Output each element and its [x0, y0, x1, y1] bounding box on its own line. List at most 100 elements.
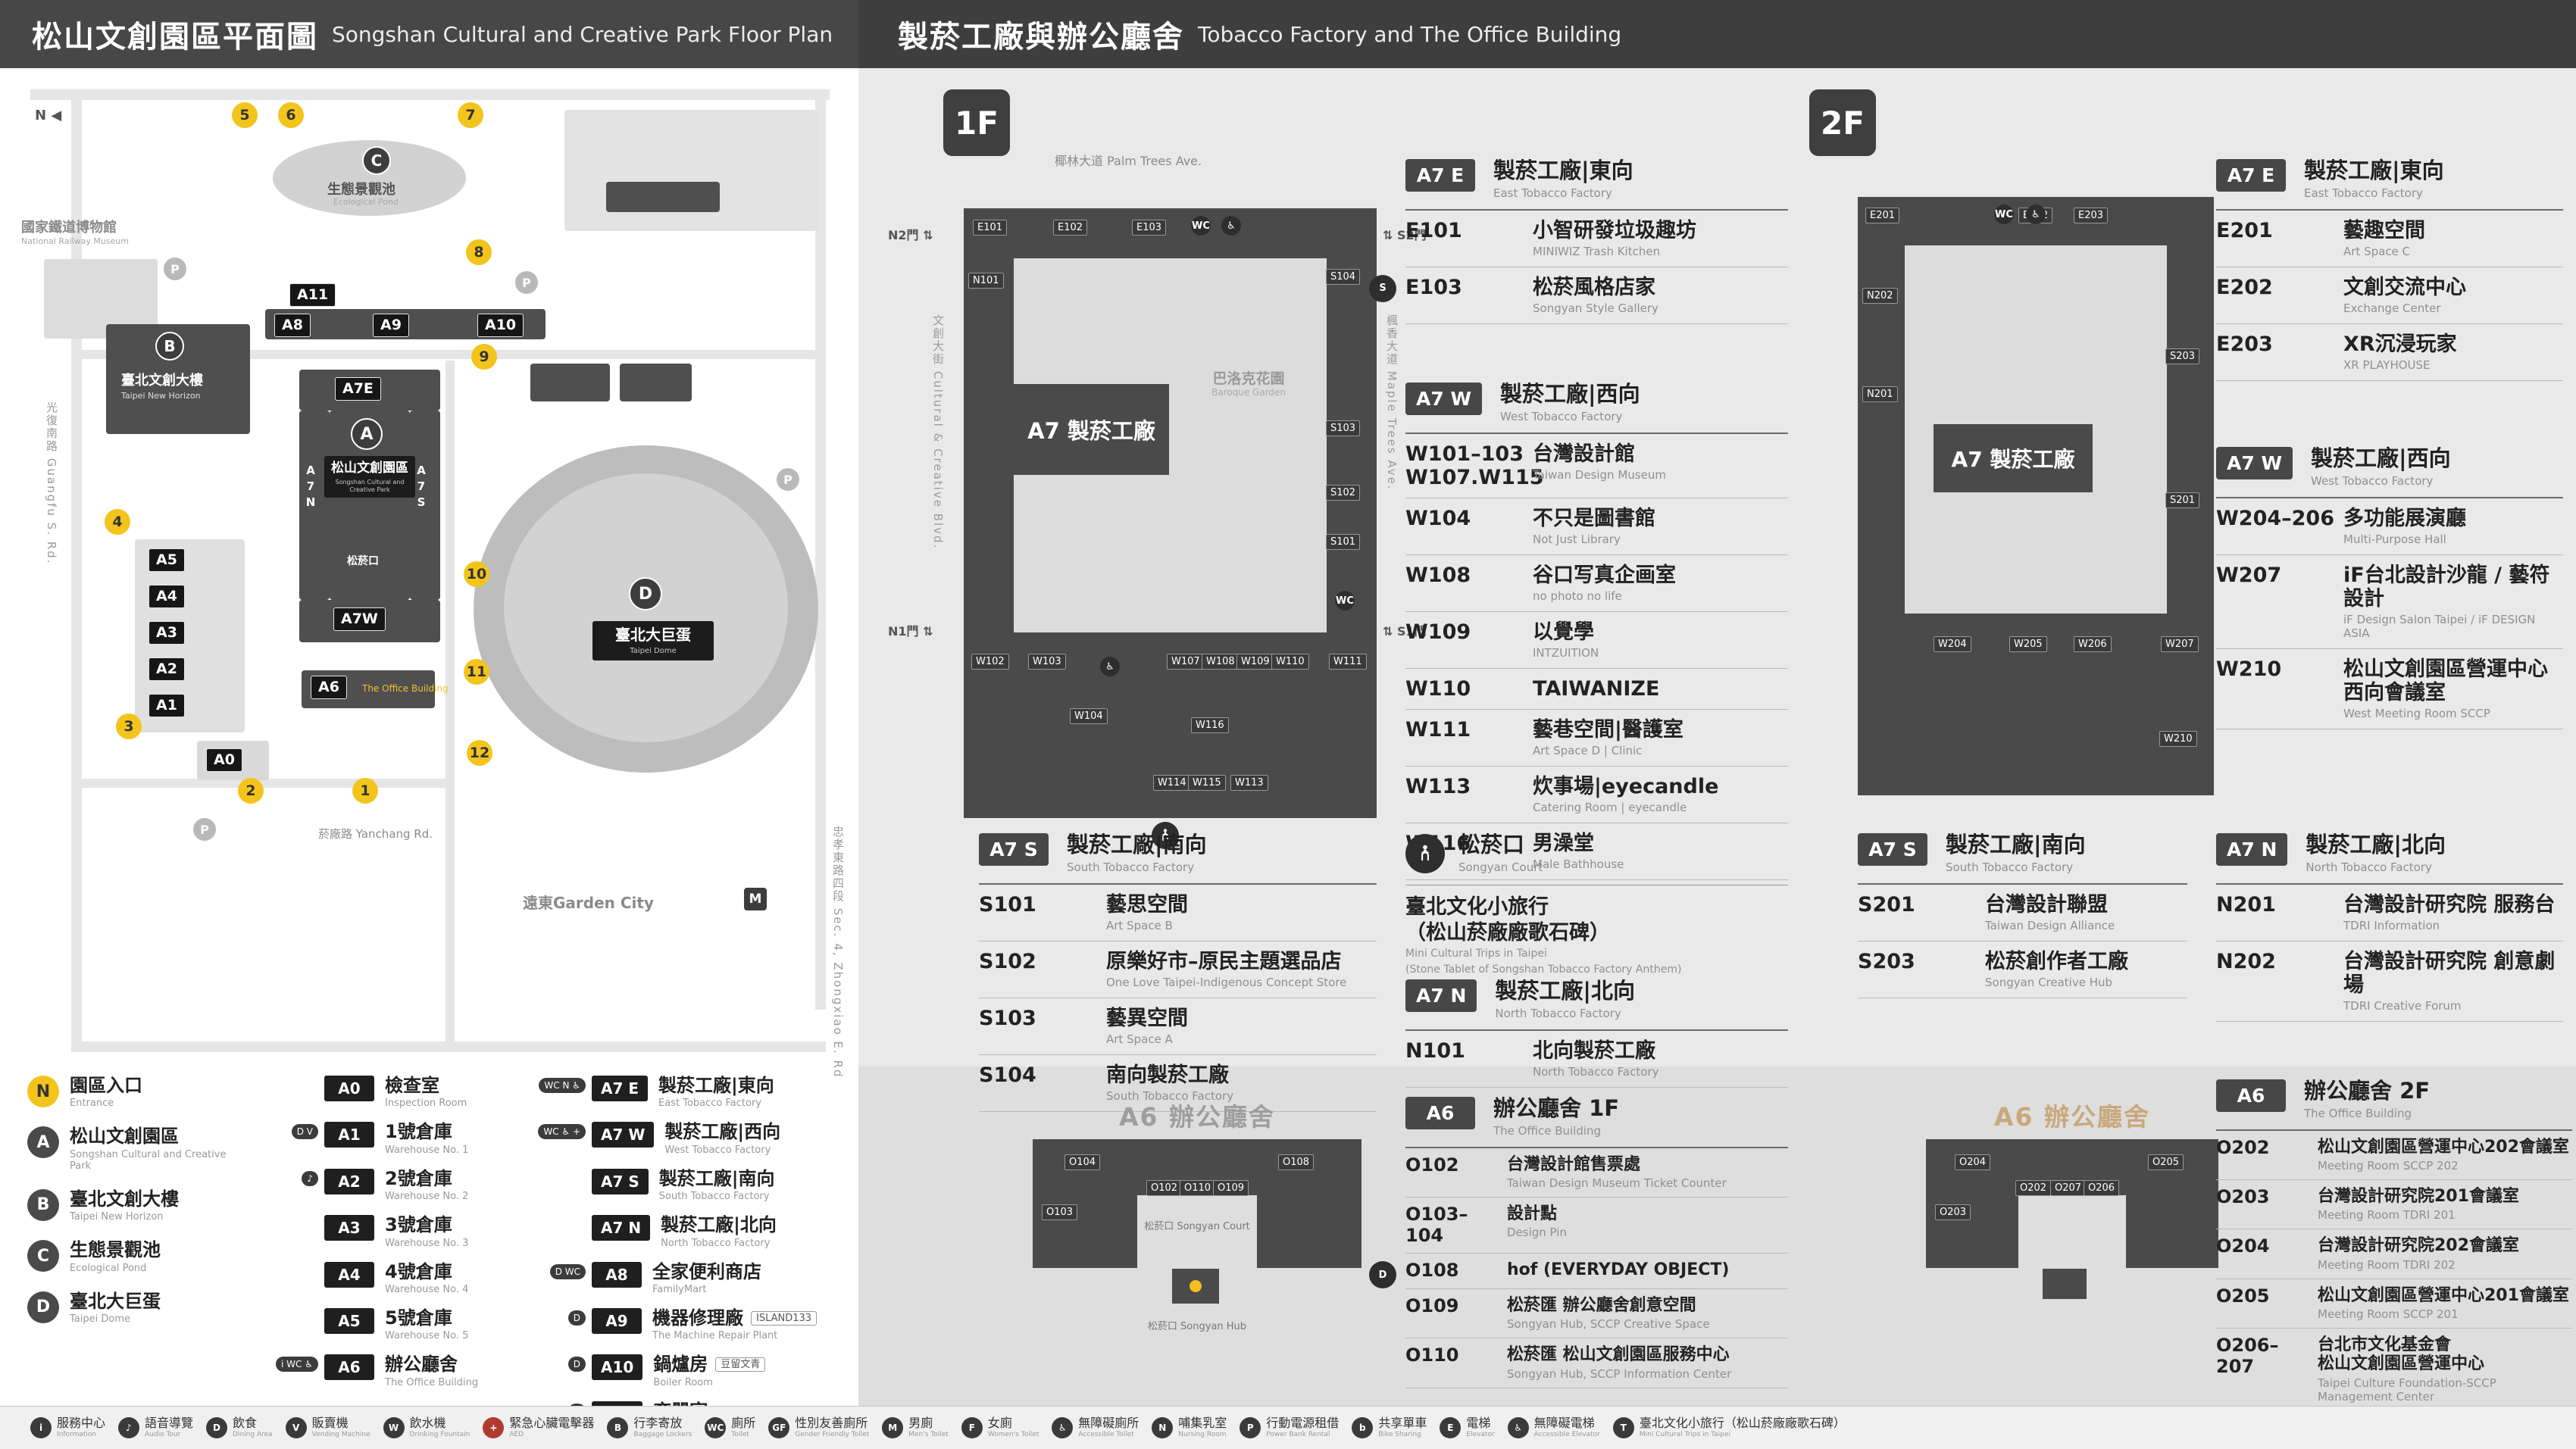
legend-row: D A10 鍋爐房豆留文青 Boiler Room	[567, 1354, 817, 1388]
legend-zh-text: 製菸工廠|北向	[661, 1214, 777, 1236]
legend-marker-row: N 園區入口 Entrance	[27, 1076, 229, 1109]
room-names: 小智研發垃圾趣坊 MINIWIZ Trash Kitchen	[1533, 219, 1788, 258]
park-name-zh: 松山文創園區	[331, 461, 408, 476]
footer-texts: 飲水機 Drinking Fountain	[410, 1416, 470, 1438]
plan-room-label: O204	[1955, 1154, 1991, 1170]
room-name-zh: 松菸匯 辦公廳舍創意空間	[1507, 1295, 1696, 1315]
a6-2f-plan-title: A6 辦公廳舍	[1994, 1102, 2150, 1132]
dome-name-en: Taipei Dome	[630, 647, 677, 655]
a7-2f-east-band	[2167, 245, 2214, 614]
room-row: S102 原樂好市–原民主題選品店 One Love Taipei-Indige…	[979, 942, 1377, 998]
metro-icon: M	[742, 886, 768, 912]
a6-2f-right-wing	[2126, 1195, 2218, 1268]
plan-room-label: W115	[1188, 775, 1226, 791]
map-building-badge: A8	[274, 314, 311, 337]
section-header: A7 S 製菸工廠|南向 South Tobacco Factory	[1858, 832, 2187, 885]
legend-markers-column: N 園區入口 Entrance A 松山文創園區 Songshan Cultur…	[27, 1076, 229, 1329]
legend-texts: 辦公廳舍 The Office Building	[385, 1354, 478, 1388]
room-names: 藝思空間 Art Space B	[1106, 893, 1377, 932]
section-header: A7 N 製菸工廠|北向 North Tobacco Factory	[2216, 832, 2563, 885]
plan-amenity-icon: WC	[1335, 591, 1355, 611]
room-name-zh: 以覺學	[1533, 620, 1594, 645]
legend-zh-text: 5號倉庫	[385, 1307, 452, 1329]
room-name-zh: 藝思空間	[1106, 892, 1188, 917]
room-names: 台灣設計館 Taiwan Design Museum	[1533, 442, 1788, 482]
legend-en: North Tobacco Factory	[661, 1237, 771, 1249]
legend-building-badge: A9	[592, 1307, 642, 1334]
legend-marker-icon: D	[27, 1291, 59, 1323]
legend-texts: 5號倉庫 Warehouse No. 5	[385, 1307, 468, 1342]
legend-zh-text: 1號倉庫	[385, 1121, 452, 1143]
footer-icon: B	[607, 1416, 629, 1438]
footer-legend-item: F 女廁 Women's Toilet	[961, 1416, 1039, 1438]
footer-en: Bike Sharing	[1378, 1430, 1421, 1438]
room-list: W204–206 多功能展演廳 Multi-Purpose Hall W207 …	[2216, 498, 2563, 730]
room-names: 設計點 Design Pin	[1507, 1204, 1788, 1239]
section-subtitle: North Tobacco Factory	[2306, 860, 2432, 874]
plan-room-label: W107	[1167, 654, 1205, 670]
legend-zh: 1號倉庫	[385, 1122, 468, 1141]
footer-texts: 電梯 Elevator	[1466, 1416, 1494, 1438]
floor-1f-badge: 1F	[943, 89, 1010, 156]
legend-marker-icon: A	[27, 1126, 59, 1159]
room-names: 文創交流中心 Exchange Center	[2343, 276, 2563, 315]
section-header: A7 E 製菸工廠|東向 East Tobacco Factory	[2216, 158, 2563, 211]
room-name-zh: 松菸創作者工廠	[1985, 949, 2128, 973]
section-title: 製菸工廠|東向	[2304, 158, 2444, 183]
room-name-en: no photo no life	[1533, 589, 1622, 604]
room-code: N201	[2216, 892, 2276, 917]
room-row: W109 以覺學 INTZUITION	[1405, 612, 1788, 670]
footer-legend-item: i 服務中心 Information	[30, 1416, 105, 1438]
footer-legend: i 服務中心 Information ♪ 語音導覽 Audio Tour D 飲…	[0, 1406, 2576, 1449]
section-subtitle: East Tobacco Factory	[2304, 186, 2423, 200]
court-title: 松菸口	[1458, 832, 1525, 857]
road-bottom	[71, 1041, 826, 1052]
entrance-number-marker: 5	[232, 102, 258, 128]
a6-1f-plan-title: A6 辦公廳舍	[1119, 1102, 1275, 1132]
room-name-en: Taiwan Design Museum Ticket Counter	[1507, 1176, 1727, 1191]
entrance-number-marker: 4	[105, 509, 130, 535]
room-name-zh: hof (EVERYDAY OBJECT)	[1507, 1260, 1730, 1280]
footer-legend-item: E 電梯 Elevator	[1440, 1416, 1495, 1438]
section-title: 製菸工廠|南向	[1946, 832, 2086, 857]
section-2f-east: A7 E 製菸工廠|東向 East Tobacco Factory E201 藝…	[2216, 158, 2563, 382]
east-block-2	[620, 364, 692, 401]
footer-legend-item: + 緊急心臟電擊器 AED	[483, 1416, 594, 1438]
legend-zh: 製菸工廠|西向	[664, 1122, 780, 1141]
a7-2f-label: A7 製菸工廠	[1951, 447, 2075, 472]
a7-1f-east-band	[1327, 258, 1377, 632]
plan-amenity-icon: ♿	[1221, 216, 1241, 236]
legend-zh: 製菸工廠|東向	[658, 1076, 774, 1095]
plan-room-label: O110	[1180, 1180, 1216, 1196]
legend-zh: 辦公廳舍	[385, 1354, 478, 1374]
footer-texts: 女廁 Women's Toilet	[988, 1416, 1039, 1438]
room-code: E103	[1405, 275, 1462, 299]
room-name-zh: 台灣設計研究院201會議室	[2318, 1187, 2519, 1207]
footer-en: Accessible Toilet	[1078, 1430, 1134, 1438]
footer-en: Toilet	[731, 1430, 749, 1438]
room-name-zh: 小智研發垃圾趣坊	[1533, 218, 1696, 242]
room-names: 松山文創園區營運中心202會議室 Meeting Room SCCP 202	[2318, 1138, 2572, 1173]
court-line-zh: 臺北文化小旅行	[1405, 895, 1549, 919]
room-name-zh: 台灣設計研究院202會議室	[2318, 1236, 2519, 1256]
footer-icon: ♪	[118, 1416, 140, 1438]
legend-row: i WC ♿ A6 辦公廳舍 The Office Building	[276, 1354, 478, 1388]
footer-legend-item: ♿ 無障礙電梯 Accessible Elevator	[1507, 1416, 1600, 1438]
footer-zh: 無障礙廁所	[1078, 1415, 1140, 1430]
footer-texts: 共享單車 Bike Sharing	[1378, 1416, 1427, 1438]
room-name-en: Meeting Room TDRI 202	[2318, 1257, 2456, 1272]
dome-namebox: 臺北大巨蛋 Taipei Dome	[592, 621, 714, 660]
legend-building-badge: A7 W	[592, 1122, 655, 1148]
legend-marker-zh: 松山文創園區	[70, 1126, 179, 1148]
header: 松山文創園區平面圖 Songshan Cultural and Creative…	[0, 0, 2576, 68]
room-list: N201 台灣設計研究院 服務台 TDRI Information N202 台…	[2216, 885, 2563, 1023]
footer-legend-item: N 哺集乳室 Nursing Room	[1152, 1416, 1227, 1438]
a7-1f-west-band	[964, 258, 1014, 632]
amenity-icons: i WC ♿	[276, 1357, 318, 1372]
room-names: 多功能展演廳 Multi-Purpose Hall	[2343, 507, 2563, 546]
room-names: XR沉浸玩家 XR PLAYHOUSE	[2343, 333, 2563, 372]
room-row: W108 谷口写真企画室 no photo no life	[1405, 555, 1788, 613]
